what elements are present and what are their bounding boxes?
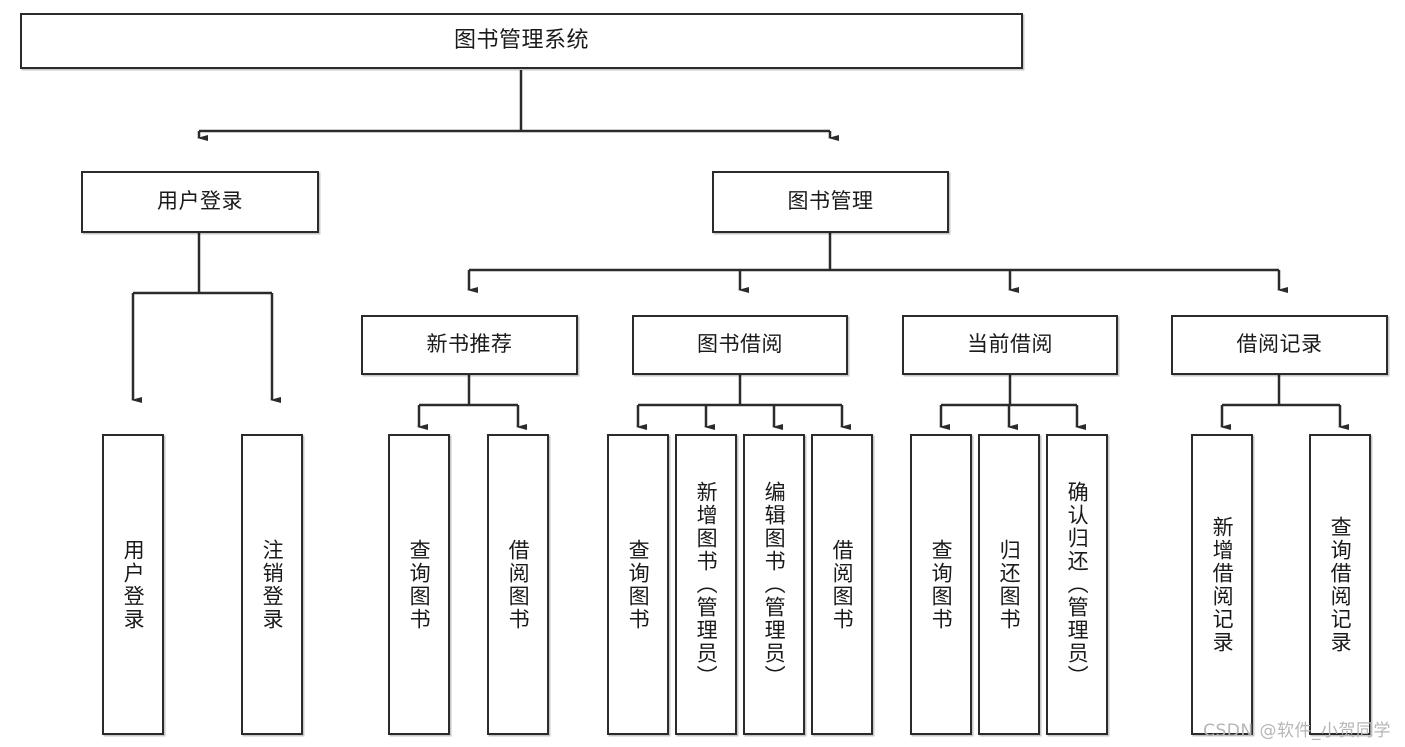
leaf-borrow-book-recommend-label: 借阅图书 <box>506 538 531 631</box>
node-current-borrow-label: 当前借阅 <box>967 332 1053 357</box>
leaf-confirm-return[interactable]: 确认归还（管理员） <box>1046 434 1108 735</box>
leaf-borrow-book[interactable]: 借阅图书 <box>811 434 873 735</box>
leaf-query-borrow-record-label: 查询借阅记录 <box>1328 515 1353 654</box>
leaf-user-login-label: 用户登录 <box>121 538 146 631</box>
leaf-logout-login-label: 注销登录 <box>260 538 285 631</box>
leaf-query-book-borrow[interactable]: 查询图书 <box>607 434 669 735</box>
leaf-logout-login[interactable]: 注销登录 <box>241 434 303 735</box>
node-book-borrow-label: 图书借阅 <box>697 332 783 357</box>
node-borrow-record[interactable]: 借阅记录 <box>1171 315 1388 375</box>
leaf-add-borrow-record[interactable]: 新增借阅记录 <box>1191 434 1253 735</box>
node-user-login[interactable]: 用户登录 <box>81 171 319 233</box>
leaf-return-book[interactable]: 归还图书 <box>978 434 1040 735</box>
leaf-confirm-return-label: 确认归还（管理员） <box>1065 481 1090 688</box>
leaf-borrow-book-recommend[interactable]: 借阅图书 <box>487 434 549 735</box>
leaf-borrow-book-label: 借阅图书 <box>830 538 855 631</box>
leaf-add-book[interactable]: 新增图书（管理员） <box>675 434 737 735</box>
node-book-manage[interactable]: 图书管理 <box>712 171 949 233</box>
leaf-add-book-label: 新增图书（管理员） <box>694 481 719 688</box>
leaf-query-book-borrow-label: 查询图书 <box>626 538 651 631</box>
node-current-borrow[interactable]: 当前借阅 <box>902 315 1118 375</box>
node-root-label: 图书管理系统 <box>453 27 589 53</box>
leaf-add-borrow-record-label: 新增借阅记录 <box>1210 515 1235 654</box>
csdn-watermark: CSDN @软件_小贺同学 <box>1203 721 1391 741</box>
node-book-manage-label: 图书管理 <box>787 189 874 214</box>
leaf-edit-book[interactable]: 编辑图书（管理员） <box>743 434 805 735</box>
leaf-query-book-recommend[interactable]: 查询图书 <box>388 434 450 735</box>
node-root-system[interactable]: 图书管理系统 <box>20 13 1023 69</box>
node-new-book-recommend-label: 新书推荐 <box>426 332 513 357</box>
leaf-query-book-current-label: 查询图书 <box>929 538 954 631</box>
leaf-edit-book-label: 编辑图书（管理员） <box>762 481 787 688</box>
node-user-login-label: 用户登录 <box>157 189 243 214</box>
leaf-query-borrow-record[interactable]: 查询借阅记录 <box>1309 434 1371 735</box>
leaf-query-book-current[interactable]: 查询图书 <box>910 434 972 735</box>
leaf-user-login[interactable]: 用户登录 <box>102 434 164 735</box>
node-new-book-recommend[interactable]: 新书推荐 <box>361 315 578 375</box>
leaf-query-book-recommend-label: 查询图书 <box>407 538 432 631</box>
leaf-return-book-label: 归还图书 <box>997 538 1022 631</box>
node-borrow-record-label: 借阅记录 <box>1236 332 1323 357</box>
node-book-borrow[interactable]: 图书借阅 <box>632 315 848 375</box>
